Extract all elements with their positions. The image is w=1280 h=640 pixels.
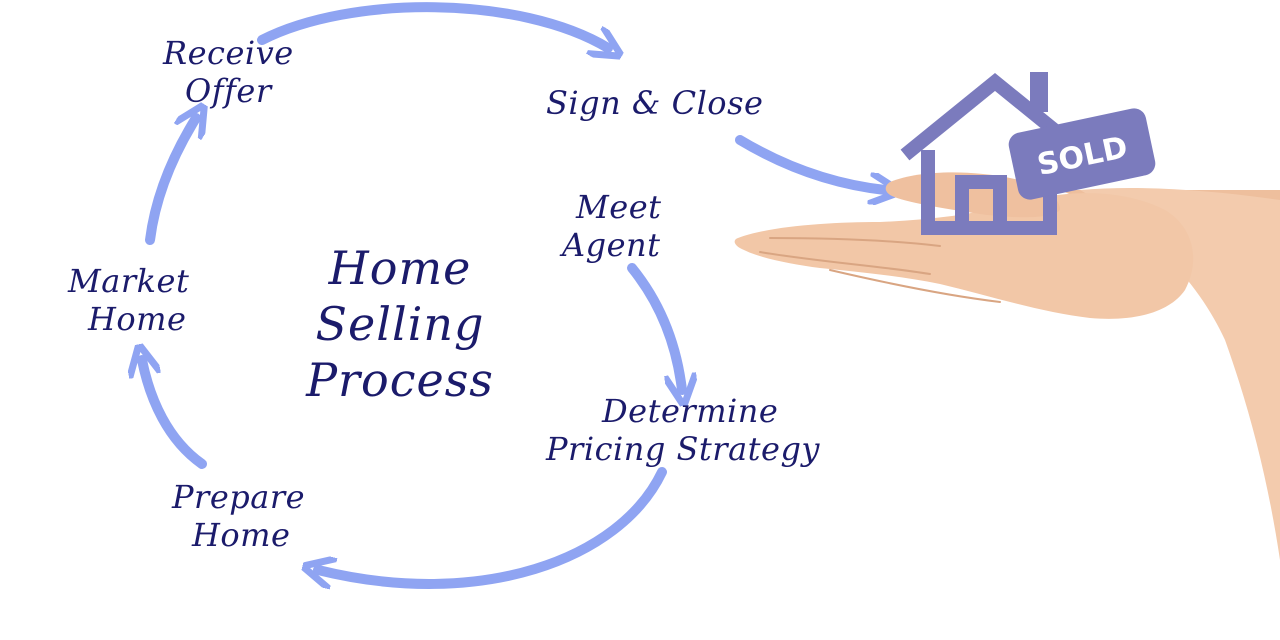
sold-tag-icon: SOLD (1006, 106, 1157, 202)
step-label-line: Receive (163, 34, 294, 72)
step-sign-close: Sign & Close (546, 84, 763, 122)
step-label-line: Pricing Strategy (546, 430, 820, 468)
title-line: Process (280, 352, 520, 408)
step-label-line: Market (68, 262, 189, 300)
step-label-line: Determine (602, 392, 820, 430)
step-determine-pricing: Determine Pricing Strategy (546, 392, 820, 468)
step-label-line: Sign & Close (546, 84, 763, 122)
title-line: Selling (280, 296, 520, 352)
step-label-line: Meet (576, 188, 662, 226)
step-receive-offer: Receive Offer (163, 34, 294, 110)
step-label-line: Offer (185, 72, 294, 110)
step-label-line: Home (192, 516, 305, 554)
title-line: Home (280, 240, 520, 296)
step-label-line: Prepare (172, 478, 305, 516)
diagram-title: Home Selling Process (280, 240, 520, 408)
step-prepare-home: Prepare Home (172, 478, 305, 554)
step-label-line: Agent (562, 226, 662, 264)
step-label-line: Home (88, 300, 189, 338)
step-meet-agent: Meet Agent (562, 188, 662, 264)
step-market-home: Market Home (68, 262, 189, 338)
